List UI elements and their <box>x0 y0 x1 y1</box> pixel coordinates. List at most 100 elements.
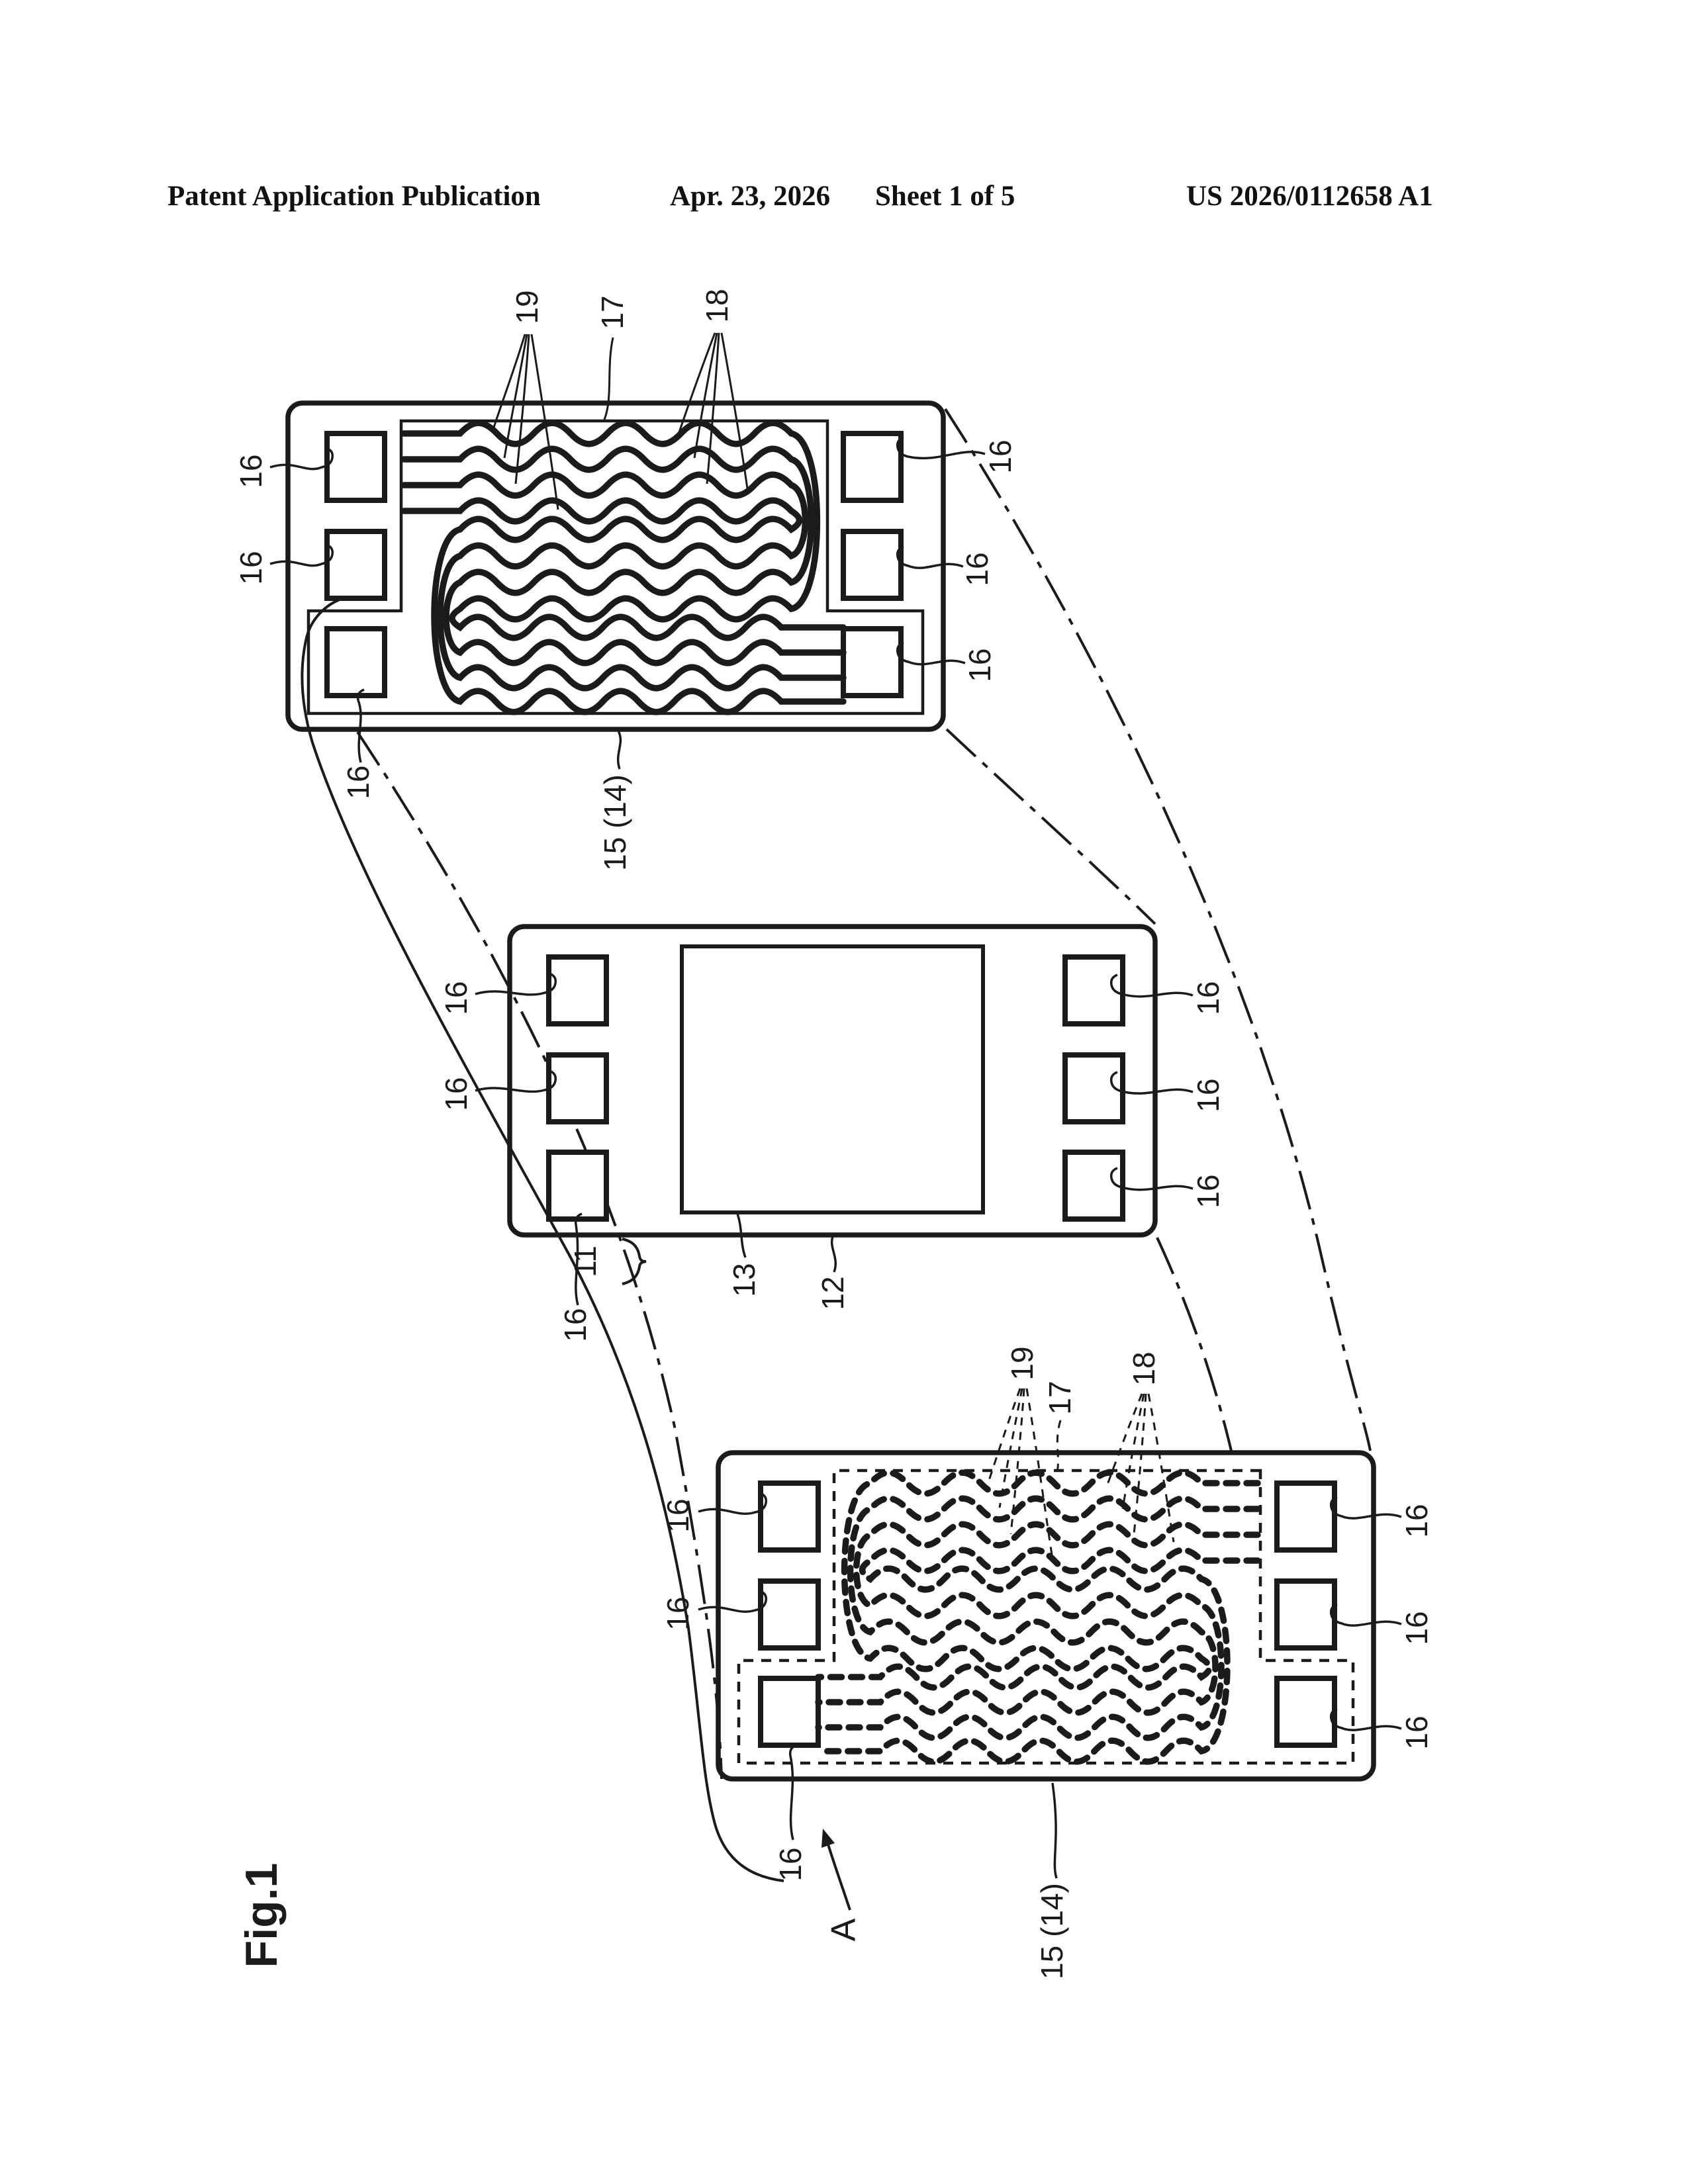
heater-serpentine-trace <box>400 497 847 715</box>
heater-film-top-panel <box>285 400 946 732</box>
terminal-pad-16 <box>841 529 904 601</box>
ref-11-label: 11 <box>568 1246 602 1277</box>
terminal-pad-16 <box>758 1676 821 1748</box>
leader-line <box>896 545 964 569</box>
film-panel-outline <box>285 400 946 732</box>
figure-number-label: Fig.1 <box>236 1863 287 1968</box>
leader-line <box>356 688 365 763</box>
leader-line <box>603 337 614 420</box>
ref-13-label: 13 <box>727 1263 761 1297</box>
ref-16-label: 16 <box>439 981 473 1015</box>
leader-line <box>830 1236 837 1273</box>
leader-line <box>530 334 559 510</box>
film-inner-boundary <box>737 1469 1355 1765</box>
ref-16-label: 16 <box>1399 1611 1434 1645</box>
film-inner-boundary <box>306 419 925 715</box>
ref-16-label: 16 <box>773 1847 808 1881</box>
heater-serpentine-trace <box>815 1469 1261 1691</box>
ref-16-label: 16 <box>983 439 1017 473</box>
ref-11-brace <box>622 1238 647 1285</box>
phantom-right-upper <box>945 728 1156 925</box>
leader-line <box>574 1212 583 1306</box>
leader-lines <box>269 332 1402 1879</box>
heater-serpentine-trace <box>400 445 847 666</box>
phantom-left-long <box>356 731 723 1780</box>
leader-line <box>503 334 528 459</box>
header-doc-number: US 2026/0112658 A1 <box>1186 181 1433 212</box>
terminal-pad-16 <box>324 529 387 601</box>
terminal-pad-16 <box>324 431 387 503</box>
ref-15-14-label: 15 (14) <box>1035 1883 1069 1979</box>
ref-16-label: 16 <box>341 765 375 799</box>
phantom-fold-lines <box>356 408 1372 1780</box>
terminal-pad-16 <box>1062 1150 1125 1222</box>
terminal-pad-16 <box>1274 1480 1337 1553</box>
ref-19-label: 19 <box>510 290 544 324</box>
ref-16-label: 16 <box>1191 1174 1225 1208</box>
ref-15-14-label: 15 (14) <box>598 774 632 871</box>
leader-line <box>998 1388 1023 1508</box>
ref-16-label: 16 <box>558 1308 592 1342</box>
terminal-pad-16 <box>324 626 387 698</box>
terminal-pad-16 <box>841 431 904 503</box>
leader-line <box>693 332 718 459</box>
leader-line <box>720 332 749 494</box>
ref-16-label: 16 <box>439 1077 473 1111</box>
leader-line <box>475 972 557 996</box>
leader-line <box>475 1069 557 1093</box>
terminal-pad-16 <box>1274 1578 1337 1651</box>
ref-17-label: 17 <box>1043 1381 1077 1414</box>
leader-line <box>698 1492 768 1515</box>
terminal-pad-16 <box>841 626 904 698</box>
leader-line <box>514 334 530 484</box>
heater-film-bottom-panel <box>716 1450 1376 1782</box>
leader-line <box>1109 1071 1194 1095</box>
ref-16-label: 16 <box>1191 1078 1225 1112</box>
ref-16-label: 16 <box>661 1498 695 1532</box>
ref-16-label: 16 <box>1399 1715 1434 1749</box>
leader-line <box>1109 974 1194 998</box>
ref-a-label: A <box>825 1918 863 1941</box>
ref-12-label: 12 <box>816 1276 850 1310</box>
leader-line <box>1121 1393 1145 1510</box>
leader-line <box>1329 1603 1402 1627</box>
terminal-pad-16 <box>546 1150 609 1222</box>
leader-line <box>269 543 334 567</box>
leader-line <box>698 1590 768 1613</box>
leader-line <box>1106 1393 1143 1485</box>
heater-serpentine-trace <box>815 1495 1261 1716</box>
leader-line <box>986 1388 1021 1485</box>
heater-serpentine-trace <box>815 1547 1261 1765</box>
terminal-pad-16 <box>1274 1676 1337 1748</box>
leader-line <box>736 1213 747 1258</box>
ref-17-label: 17 <box>595 295 630 329</box>
leader-line <box>706 332 720 484</box>
leader-line <box>896 436 986 460</box>
section-arrow-a <box>821 1829 851 1911</box>
ref-18-label: 18 <box>1127 1351 1161 1385</box>
base-panel-outline <box>507 924 1158 1238</box>
ref-16-label: 16 <box>962 648 997 682</box>
arrowhead-icon <box>821 1829 835 1848</box>
ref-16-label: 16 <box>960 552 994 586</box>
leader-line <box>1329 1496 1402 1520</box>
header-publication: Patent Application Publication <box>167 181 541 212</box>
film-panel-outline <box>716 1450 1376 1782</box>
heater-serpentine-trace <box>400 420 847 641</box>
heater-serpentine-trace <box>815 1521 1261 1741</box>
leader-line <box>1051 1782 1058 1879</box>
ref-16-label: 16 <box>661 1596 695 1630</box>
phantom-right-long <box>944 408 1372 1451</box>
header-sheet: Sheet 1 of 5 <box>875 181 1015 212</box>
leader-line <box>1056 1420 1062 1473</box>
leader-line <box>678 332 716 433</box>
ref-16-label: 16 <box>1399 1504 1434 1537</box>
leader-line <box>896 641 966 666</box>
ref-19-label: 19 <box>1005 1346 1039 1380</box>
leader-line <box>616 730 622 770</box>
terminal-pad-16 <box>546 954 609 1026</box>
ref-16-label: 16 <box>1191 981 1225 1015</box>
phantom-right-lower <box>1156 1237 1233 1451</box>
